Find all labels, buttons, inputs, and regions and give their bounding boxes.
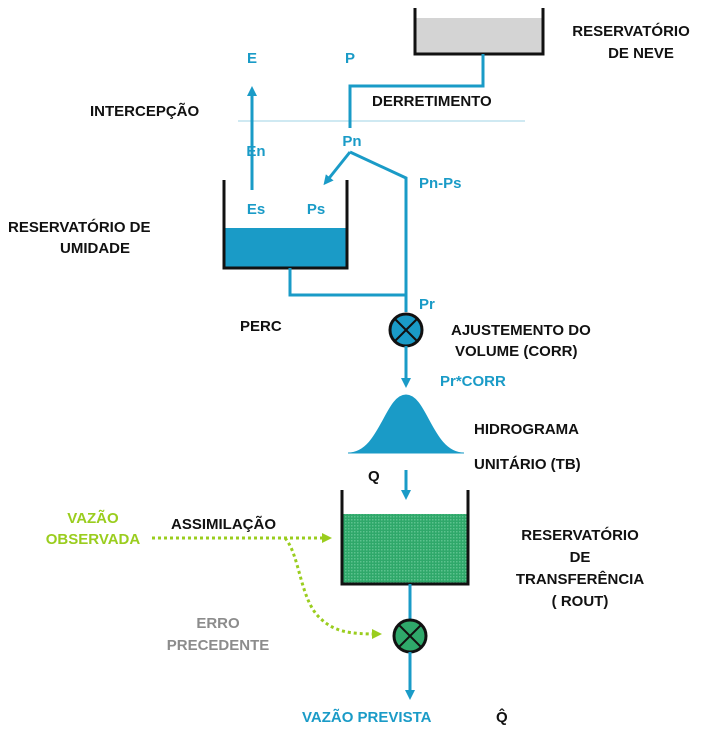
volume-adjustment-label-1: AJUSTEMENTO DO [451, 322, 591, 339]
snow-fill [415, 18, 543, 54]
unit-hydrograph-shape [347, 394, 465, 454]
moisture-reservoir-label-2: UMIDADE [60, 240, 130, 257]
transfer-tank-outline [340, 490, 470, 586]
observed-flow-label-1: VAZÃO [67, 509, 119, 527]
pr-label: Pr [419, 296, 435, 313]
transfer-reservoir-label-4: ( ROUT) [552, 593, 609, 610]
snowmelt-flow-line [348, 54, 485, 128]
pn-ps-flow-line [349, 150, 408, 300]
transfer-reservoir [340, 490, 470, 586]
perc-label: PERC [240, 318, 282, 335]
error-correction-multiplier [392, 618, 428, 654]
pn-label: Pn [342, 133, 361, 150]
transfer-reservoir-label-3: TRANSFERÊNCIA [516, 570, 645, 588]
pn-ps-label: Pn-Ps [419, 175, 462, 192]
snow-reservoir-label-1: RESERVATÓRIO [572, 22, 690, 40]
forecast-q-hat-label: Q̂ [496, 707, 508, 726]
hydrograph-label-2: UNITÁRIO (TB) [474, 456, 581, 473]
hydrograph-label-1: HIDROGRAMA [474, 421, 579, 438]
observed-flow-label-2: OBSERVADA [46, 531, 141, 548]
e-label: E [247, 50, 257, 67]
moisture-reservoir [222, 180, 349, 270]
volume-adjustment-multiplier [388, 312, 424, 348]
volume-adjustment-label-2: VOLUME (CORR) [455, 343, 578, 360]
pr-corr-label: Pr*CORR [440, 373, 506, 390]
transfer-reservoir-label-1: RESERVATÓRIO [521, 526, 639, 544]
forecast-flow-label: VAZÃO PREVISTA [302, 708, 432, 726]
transfer-water [342, 514, 468, 584]
snowmelt-label: DERRETIMENTO [372, 93, 492, 110]
moisture-water [224, 228, 347, 268]
q-label: Q [368, 468, 380, 485]
p-label: P [345, 50, 355, 67]
interception-label: INTERCEPÇÃO [90, 102, 200, 120]
transfer-reservoir-label-2: DE [570, 549, 591, 566]
ps-label: Ps [307, 201, 325, 218]
moisture-tank-outline [222, 180, 349, 270]
snow-reservoir-label-2: DE NEVE [608, 45, 674, 62]
previous-error-label-1: ERRO [196, 615, 240, 632]
pn-to-ps-arrow [323, 151, 352, 186]
assimilation-label: ASSIMILAÇÃO [171, 515, 276, 533]
es-label: Es [247, 201, 265, 218]
snow-tank-outline [413, 8, 545, 56]
snow-reservoir [413, 8, 545, 56]
previous-error-label-2: PRECEDENTE [167, 637, 270, 654]
en-label: En [246, 143, 265, 160]
moisture-reservoir-label-1: RESERVATÓRIO DE [8, 218, 151, 236]
percolation-line [288, 268, 406, 297]
